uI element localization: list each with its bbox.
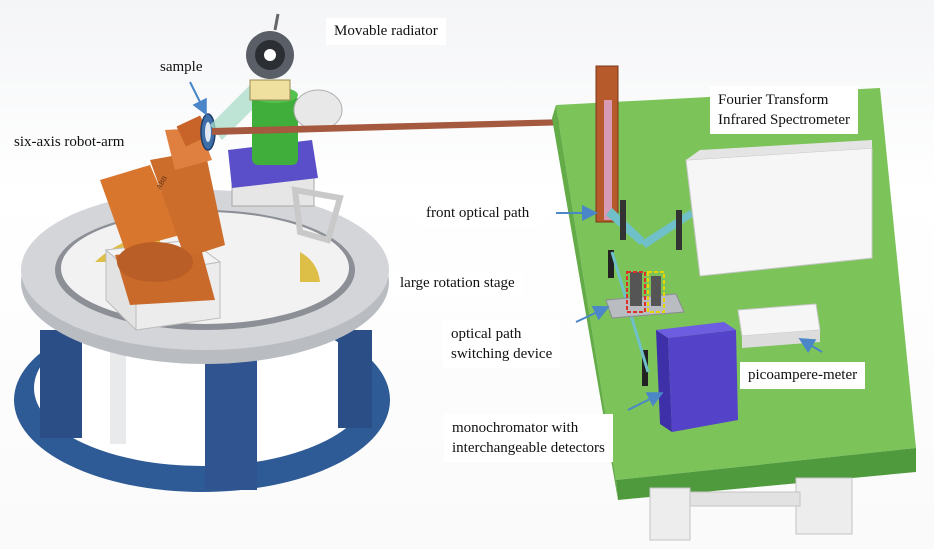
switch-red-dashed-box <box>626 271 646 313</box>
table-front-edge <box>616 448 916 500</box>
label-optical-path-switching-device: optical path switching device <box>443 320 561 368</box>
radiation-cone <box>210 85 262 140</box>
table-leg <box>649 487 691 541</box>
robot-stand-leg <box>110 340 126 444</box>
label-front-optical-path: front optical path <box>418 200 538 227</box>
table-leg-rail <box>689 491 801 507</box>
label-picoampere-meter: picoampere-meter <box>740 362 866 389</box>
stage-leg <box>205 360 257 490</box>
table-leg <box>795 477 853 535</box>
monochromator-model <box>656 322 738 432</box>
leader-arrows <box>189 81 823 411</box>
arrow-monochromator <box>627 392 664 411</box>
ftir-spectrometer-model <box>685 140 873 277</box>
optical-beam-tube <box>212 118 608 135</box>
label-six-axis-robot-arm: six-axis robot-arm <box>14 134 125 150</box>
label-ftir-spectrometer: Fourier Transform Infrared Spectrometer <box>710 86 859 134</box>
label-monochromator: monochromator with interchangeable detec… <box>444 414 613 462</box>
optical-path-switching-device-model <box>605 271 685 319</box>
switch-yellow-dashed-box <box>647 271 665 313</box>
sample-disc <box>200 113 216 151</box>
label-movable-radiator: Movable radiator <box>326 18 446 45</box>
label-large-rotation-stage: large rotation stage <box>392 270 523 297</box>
stage-yellow-track <box>300 252 320 282</box>
arrow-switching-device <box>575 305 610 323</box>
arrow-picoampere-meter <box>798 337 823 354</box>
label-sample: sample <box>160 59 203 75</box>
arrow-sample <box>189 81 207 116</box>
stage-leg <box>40 330 82 438</box>
stage-leg <box>338 330 372 428</box>
table-left-edge <box>552 105 618 500</box>
picoampere-meter-model <box>737 303 821 348</box>
six-axis-robot-arm-model: ABB <box>100 115 225 305</box>
